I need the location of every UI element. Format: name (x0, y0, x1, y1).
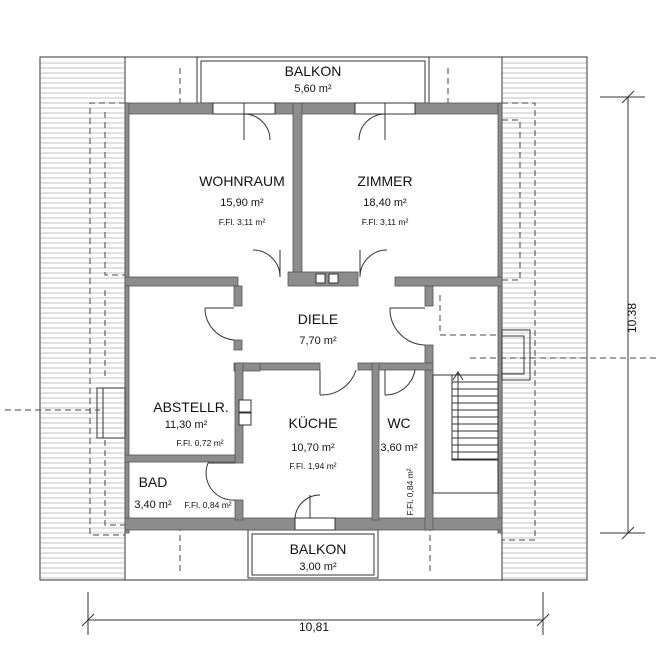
zimmer-ffl: F.Fl. 3,11 m² (362, 217, 409, 227)
abstell-area: 11,30 m² (165, 419, 208, 431)
bad-name: BAD (139, 474, 168, 490)
wc-area: 3,60 m² (380, 442, 418, 454)
height-label: 10.38 (625, 303, 639, 333)
wohnraum-area: 15,90 m² (220, 197, 264, 209)
kueche-ffl: F.Fl. 1,94 m² (289, 461, 336, 471)
wc-name: WC (387, 415, 410, 431)
dormer-right (501, 329, 531, 381)
dashed-boundaries (5, 68, 658, 575)
roof-left (39, 56, 126, 581)
dimension-width: 10,81 (81, 592, 550, 635)
doors (204, 113, 426, 519)
dormer-left (96, 387, 126, 439)
bad-ffl: F.Fl. 0,84 m² (184, 500, 231, 510)
bad-area: 3,40 m² (134, 499, 172, 511)
diele-name: DIELE (298, 311, 338, 327)
staircase (432, 371, 499, 494)
diele-area: 7,70 m² (299, 335, 337, 347)
width-label: 10,81 (299, 620, 329, 634)
abstell-ffl: F.Fl. 0,72 m² (176, 438, 223, 448)
kueche-area: 10,70 m² (291, 442, 335, 454)
wohnraum-ffl: F.Fl. 3,11 m² (219, 217, 266, 227)
abstell-name: ABSTELLR. (153, 399, 228, 415)
zimmer-name: ZIMMER (357, 173, 412, 189)
dimension-height: 10.38 (600, 90, 645, 540)
wohnraum-name: WOHNRAUM (199, 173, 285, 189)
balkon-top-area: 5,60 m² (294, 83, 332, 95)
balkon-bottom-area: 3,00 m² (299, 561, 337, 573)
zimmer-area: 18,40 m² (363, 197, 407, 209)
kueche-name: KÜCHE (288, 414, 337, 431)
balkon-bottom-name: BALKON (290, 541, 347, 557)
roof-right (501, 56, 588, 581)
wc-ffl: F.Fl. 0,84 m² (405, 468, 415, 515)
balkon-top-name: BALKON (285, 63, 342, 79)
